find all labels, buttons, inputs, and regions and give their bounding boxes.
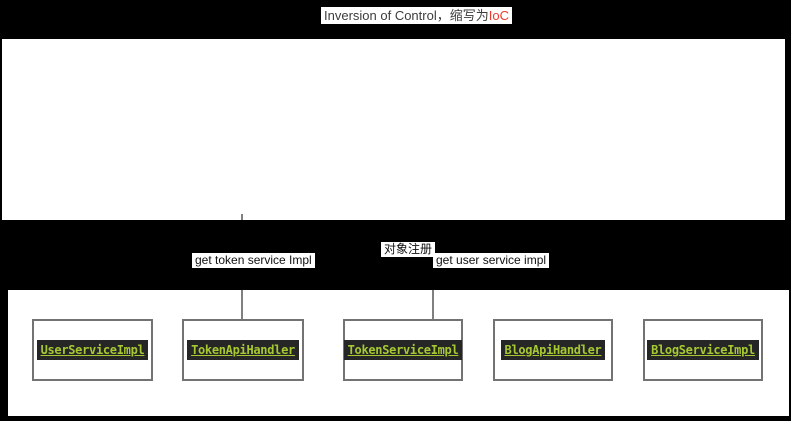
- class-box-token-api-handler: TokenApiHandler: [182, 319, 304, 381]
- masked-content-panel: [2, 39, 785, 220]
- connector-line-token-service-impl: [432, 290, 434, 319]
- label-get-token-service-impl: get token service Impl: [192, 253, 315, 268]
- class-box-blog-service-impl: BlogServiceImpl: [643, 319, 763, 381]
- connector-line-token-api-handler: [241, 290, 243, 319]
- class-name-label: BlogServiceImpl: [647, 340, 759, 360]
- title-text: Inversion of Control，缩写为: [324, 8, 489, 23]
- diagram-title: Inversion of Control，缩写为IoC: [321, 7, 512, 24]
- class-box-user-service-impl: UserServiceImpl: [32, 319, 153, 381]
- class-name-label: UserServiceImpl: [36, 340, 149, 360]
- implementations-panel: UserServiceImpl TokenApiHandler TokenSer…: [8, 290, 789, 416]
- class-box-token-service-impl: TokenServiceImpl: [343, 319, 463, 381]
- class-name-label: TokenApiHandler: [187, 340, 299, 360]
- label-object-register: 对象注册: [381, 242, 436, 257]
- title-highlight-ioc: IoC: [488, 8, 509, 23]
- class-name-label: BlogApiHandler: [500, 340, 606, 360]
- label-get-user-service-impl: get user service impl: [433, 253, 550, 268]
- class-name-label: TokenServiceImpl: [343, 340, 463, 360]
- connector-stub: [241, 214, 243, 220]
- class-box-blog-api-handler: BlogApiHandler: [493, 319, 613, 381]
